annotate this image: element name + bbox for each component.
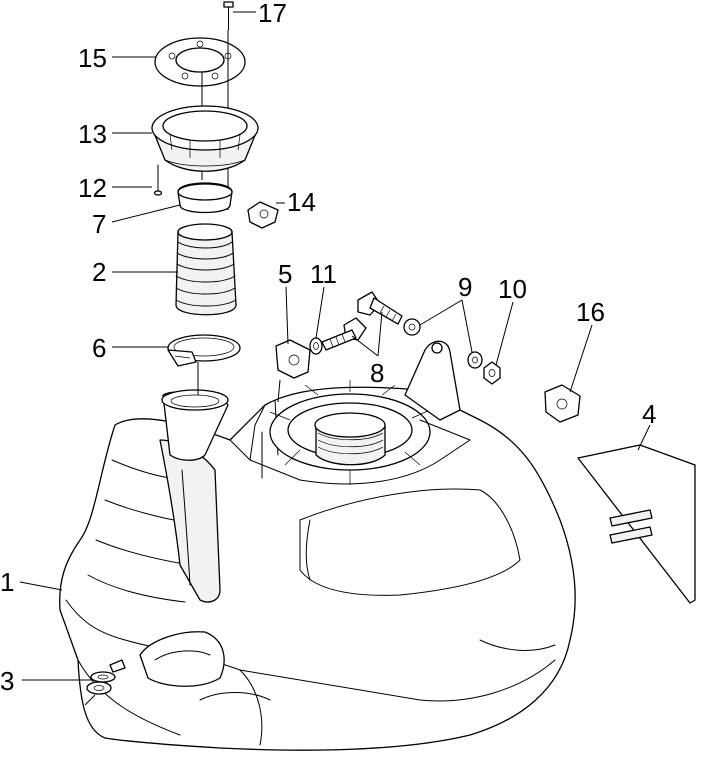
callout-14: 14 [287, 187, 316, 217]
part-7-clamp-band [177, 182, 233, 214]
leader-7 [111, 204, 181, 223]
leader-11 [315, 286, 325, 339]
callout-4: 4 [642, 399, 656, 429]
callout-9: 9 [458, 272, 472, 302]
callout-13: 13 [78, 119, 107, 149]
fuel-tank [59, 340, 576, 751]
leader-10 [495, 301, 514, 366]
part-8-bolt-upper [357, 291, 403, 325]
part-12-screw [153, 164, 163, 196]
callout-7: 7 [92, 209, 106, 239]
part-2-bellows-hose [175, 223, 237, 316]
callout-1: 1 [0, 567, 14, 597]
callout-16: 16 [576, 297, 605, 327]
leader-lines [19, 11, 651, 681]
leader-4 [637, 424, 651, 451]
part-14-clip-nut [247, 201, 279, 229]
part-5-clip-nut [275, 339, 311, 379]
callout-11: 11 [310, 259, 337, 289]
callout-12: 12 [78, 173, 107, 203]
part-3-grommet [84, 671, 116, 706]
callout-6: 6 [92, 333, 106, 363]
callout-15: 15 [78, 43, 107, 73]
part-10-nut [483, 361, 501, 385]
part-6-hose-clamp [167, 334, 241, 395]
callout-10: 10 [498, 274, 527, 304]
part-16-clip-nut [544, 384, 581, 423]
leader-8b [377, 311, 383, 357]
part-15-flange [154, 37, 246, 87]
part-13-pump-cup [151, 105, 259, 172]
callout-2: 2 [92, 257, 106, 287]
leader-16 [569, 324, 593, 393]
callout-8: 8 [370, 358, 384, 388]
callout-3: 3 [0, 666, 14, 696]
part-8-bolt-lower [321, 317, 367, 351]
callout-5: 5 [278, 259, 292, 289]
part-9-washer-lower [467, 351, 483, 369]
leader-9a [419, 299, 463, 326]
part-11-washer [309, 337, 323, 355]
leader-9b [461, 299, 473, 353]
leader-1 [19, 581, 63, 591]
callout-17: 17 [258, 0, 287, 28]
part-9-washer-upper [403, 318, 421, 336]
part-17-screw [223, 1, 234, 31]
callout-labels: 17 15 13 12 14 7 2 5 11 9 10 16 6 8 4 1 … [0, 0, 656, 696]
leader-5 [285, 286, 289, 345]
part-4-pad [577, 444, 696, 604]
leader-8a [351, 335, 379, 357]
